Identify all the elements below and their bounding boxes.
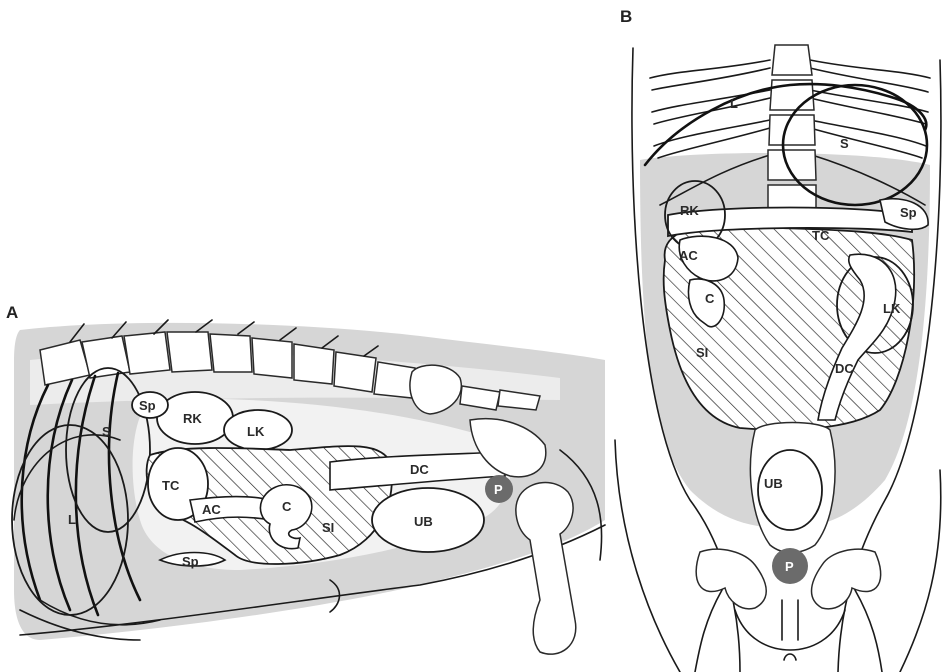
vd-os-penis (782, 600, 798, 660)
label-a-liver: L (68, 512, 76, 527)
label-b-prostate: P (785, 559, 794, 574)
label-a-transverse-colon: TC (162, 478, 180, 493)
lateral-stomach (66, 368, 150, 532)
label-a-urinary-bladder: UB (414, 514, 433, 529)
panel-b-letter: B (620, 7, 632, 26)
label-b-liver: L (730, 96, 738, 111)
label-a-spleen-ventral: Sp (182, 554, 199, 569)
label-a-ascending-colon: AC (202, 502, 221, 517)
label-b-urinary-bladder: UB (764, 476, 783, 491)
label-a-spleen-dorsal: Sp (139, 398, 156, 413)
label-b-left-kidney: LK (883, 301, 901, 316)
label-a-left-kidney: LK (247, 424, 265, 439)
label-b-stomach: S (840, 136, 849, 151)
label-a-stomach: S (102, 424, 111, 439)
label-a-cecum: C (282, 499, 292, 514)
label-a-prostate: P (494, 482, 503, 497)
panel-a-lateral-view: A (6, 303, 605, 654)
label-a-small-intestine: SI (322, 520, 334, 535)
label-b-descending-colon: DC (835, 361, 854, 376)
panel-b-ventrodorsal-view: B (615, 7, 941, 672)
label-a-right-kidney: RK (183, 411, 202, 426)
label-a-descending-colon: DC (410, 462, 429, 477)
label-b-spleen: Sp (900, 205, 917, 220)
panel-a-letter: A (6, 303, 18, 322)
label-b-ascending-colon: AC (679, 248, 698, 263)
label-b-transverse-colon: TC (812, 228, 830, 243)
label-b-right-kidney: RK (680, 203, 699, 218)
label-b-small-intestine: SI (696, 345, 708, 360)
label-b-cecum: C (705, 291, 715, 306)
